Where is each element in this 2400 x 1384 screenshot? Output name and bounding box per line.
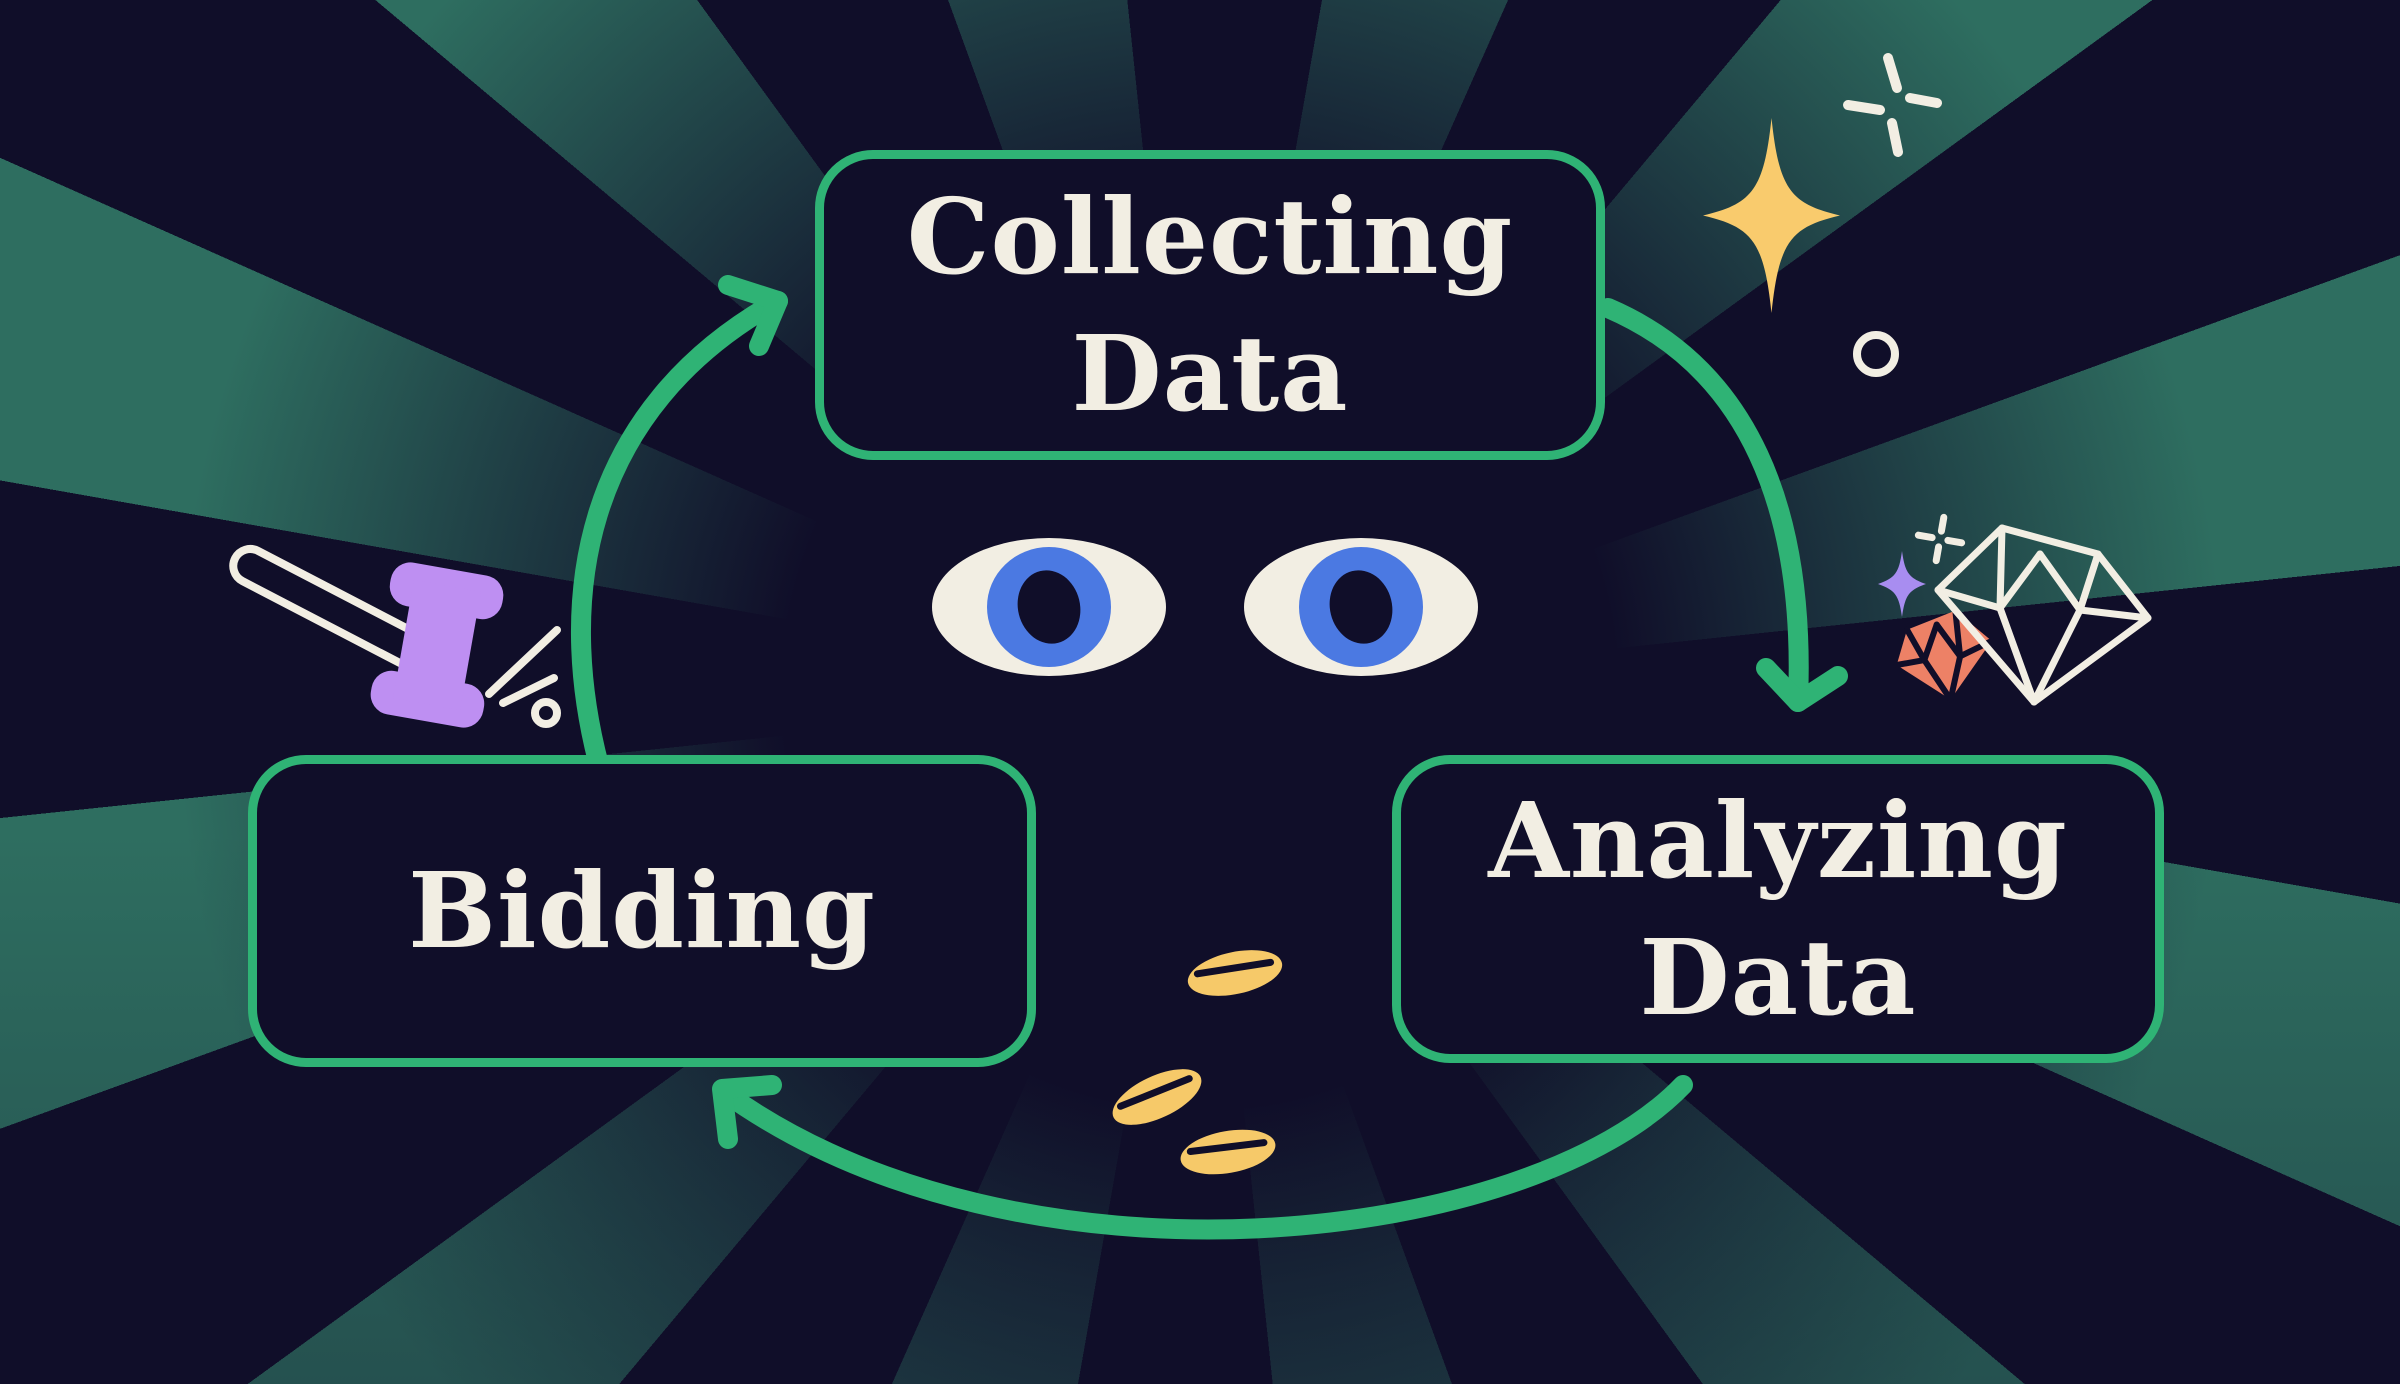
eye-iris (987, 547, 1111, 667)
eyes-icon (1244, 538, 1478, 676)
plus-sparkle-icon (1914, 513, 1966, 565)
eye-pupil (1009, 563, 1089, 651)
node-collecting-data: Collecting Data (815, 150, 1605, 460)
eye-pupil (1321, 563, 1401, 651)
node-label-line: Collecting (906, 174, 1514, 298)
eyes-icon (932, 538, 1166, 676)
coins-icon (1112, 950, 1283, 1175)
node-analyzing-data: Analyzing Data (1392, 755, 2164, 1063)
arrow-analyzing-to-bidding (712, 1075, 1693, 1240)
star-sparkle-yellow-icon (1703, 118, 1840, 313)
gem-icon (1893, 607, 1995, 703)
node-label-line: Bidding (408, 849, 876, 973)
node-bidding: Bidding (248, 755, 1036, 1067)
node-label-line: Data (1639, 916, 1917, 1039)
arrow-bidding-to-collecting (570, 275, 788, 800)
eye-iris (1299, 547, 1423, 667)
coin (1187, 950, 1283, 996)
plus-sparkle-icon (1843, 53, 1942, 157)
coin (1112, 1069, 1202, 1125)
impact-lines-icon (485, 626, 561, 728)
node-label-line: Analyzing (1488, 778, 2068, 902)
coin (1180, 1129, 1276, 1175)
circle-dot-icon (1853, 331, 1899, 377)
gavel-head (370, 562, 504, 728)
star-sparkle-purple-icon (1878, 551, 1926, 617)
node-label-line: Data (1071, 312, 1349, 435)
gavel-icon (229, 544, 561, 728)
diamond-outline-icon (1934, 524, 2152, 706)
arrow-collecting-to-analyzing (1598, 298, 1848, 712)
